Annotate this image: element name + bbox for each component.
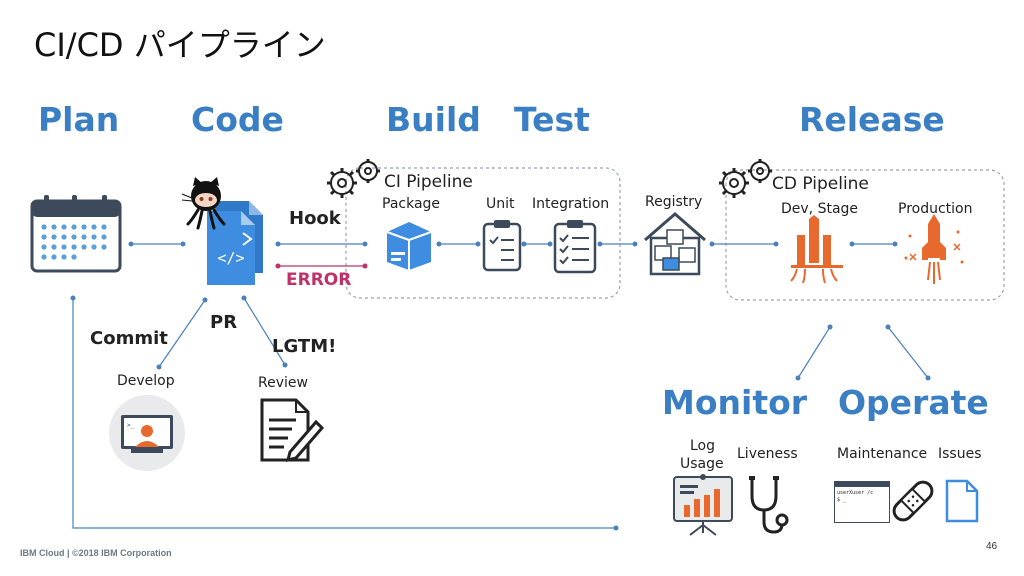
ci-pipeline-box <box>345 167 621 299</box>
page-number: 46 <box>986 541 998 552</box>
dev-stage-rocket-icon <box>790 215 843 284</box>
dev-stage-label: Dev, Stage <box>781 201 859 217</box>
svg-text:>_: >_ <box>127 422 135 429</box>
lgtm-label: LGTM! <box>272 336 337 357</box>
stage-monitor: Monitor <box>662 383 808 422</box>
hook-label: Hook <box>289 208 341 229</box>
unit-test-clipboard-icon <box>482 220 522 272</box>
stage-plan: Plan <box>38 100 120 139</box>
develop-label: Develop <box>117 373 175 389</box>
registry-label: Registry <box>645 194 703 210</box>
maintenance-terminal-window: userXuser /c $ _ <box>834 481 890 523</box>
code-file-icon: </> <box>207 201 263 285</box>
github-octocat-icon <box>181 177 226 230</box>
log-usage-chart-icon <box>673 474 733 536</box>
cd-gear-icon <box>719 159 772 198</box>
package-box-icon <box>386 222 432 270</box>
ci-gear-icon <box>327 159 380 198</box>
unit-label: Unit <box>486 196 515 212</box>
developer-icon: >_ <box>109 395 185 471</box>
line-release-monitor <box>797 326 831 379</box>
line-release-operate <box>887 326 929 379</box>
terminal-line-2: $ _ <box>837 497 847 503</box>
terminal-title-bar <box>835 482 889 487</box>
stage-code: Code <box>191 100 284 139</box>
stage-operate: Operate <box>838 383 989 422</box>
terminal-line-1: userXuser /c <box>837 490 874 496</box>
error-label: ERROR <box>286 270 352 290</box>
stethoscope-icon <box>749 476 789 534</box>
issues-label: Issues <box>938 446 982 462</box>
line-commit <box>158 299 206 368</box>
issues-file-icon <box>945 479 979 523</box>
log-usage-label-line1: Log <box>690 438 716 454</box>
calendar-icon <box>30 195 122 273</box>
review-document-icon <box>260 398 325 463</box>
cd-pipeline-label: CD Pipeline <box>772 174 869 194</box>
production-rocket-icon <box>904 214 964 284</box>
registry-house-icon <box>644 212 706 276</box>
package-label: Package <box>382 196 441 212</box>
ci-pipeline-label: CI Pipeline <box>384 172 473 192</box>
stage-release: Release <box>799 100 945 139</box>
line-feedback <box>72 298 616 529</box>
review-label: Review <box>258 375 308 391</box>
pr-label: PR <box>210 312 238 333</box>
integration-label: Integration <box>532 196 610 212</box>
log-usage-label-line2: Usage <box>680 456 724 472</box>
stage-build: Build <box>386 100 481 139</box>
page-title: CI/CD パイプライン <box>34 26 326 64</box>
liveness-label: Liveness <box>737 446 798 462</box>
svg-text:</>: </> <box>217 249 244 267</box>
commit-label: Commit <box>90 328 168 349</box>
stage-test: Test <box>514 100 590 139</box>
maintenance-label: Maintenance <box>837 446 928 462</box>
production-label: Production <box>898 201 973 217</box>
footer-copyright: IBM Cloud | ©2018 IBM Corporation <box>20 548 172 558</box>
bandage-icon <box>892 480 934 522</box>
line-review <box>243 297 286 366</box>
integration-test-clipboard-icon <box>553 220 597 274</box>
